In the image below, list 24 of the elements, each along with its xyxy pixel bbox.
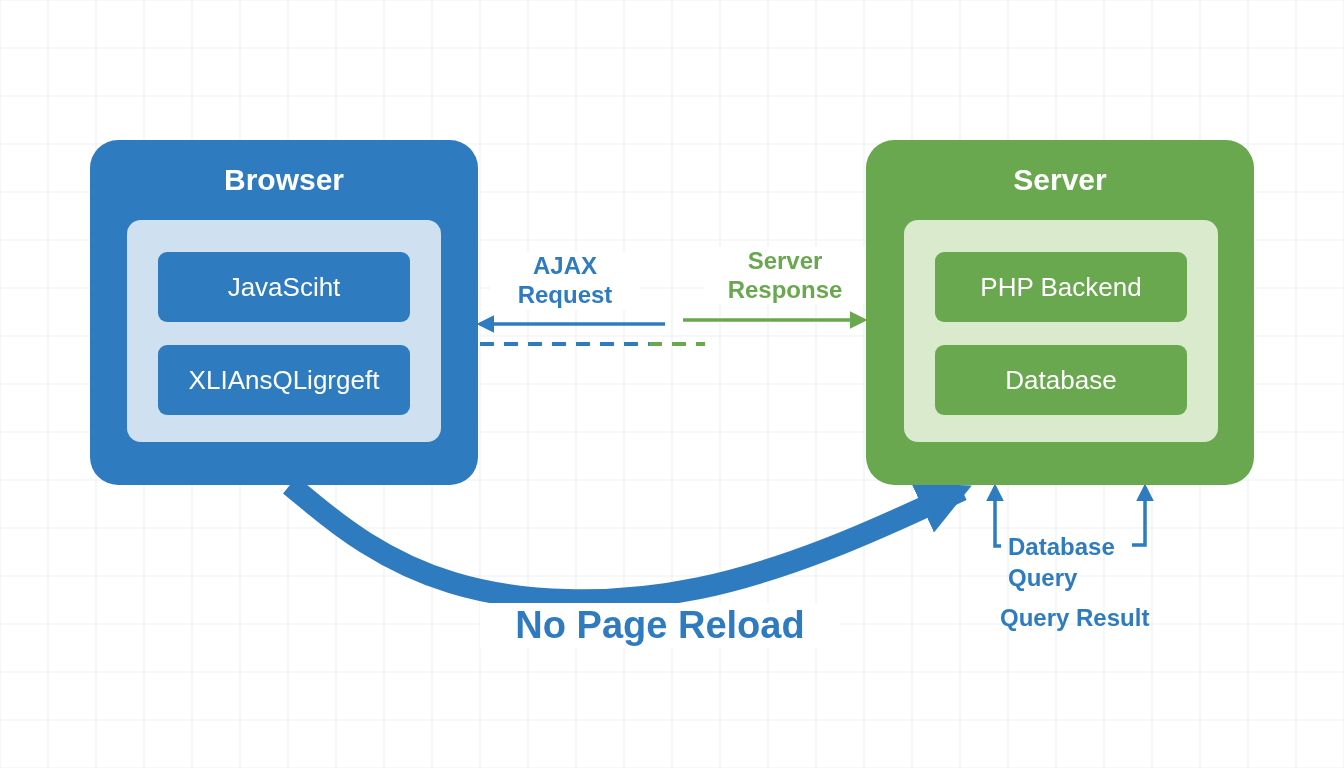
edge-label: AJAX Request <box>490 252 640 310</box>
box-label: XLIAnsQLigrgeft <box>188 364 380 396</box>
inner-panel <box>904 220 1218 442</box>
arrow <box>1132 483 1154 547</box>
box-label: Database <box>1005 364 1117 396</box>
container-box <box>866 140 1254 485</box>
node-label: Database Query <box>1008 532 1116 593</box>
box-title: Server <box>1012 162 1108 198</box>
box-label: PHP Backend <box>980 271 1142 303</box>
component-box <box>935 252 1187 322</box>
container-box <box>90 140 478 485</box>
component-box <box>158 345 410 415</box>
inner-panel <box>127 220 441 442</box>
dashed-line <box>480 342 705 346</box>
arrow <box>476 315 665 333</box>
box-title: Browser <box>222 162 345 198</box>
edge-label: No Page Reload <box>480 603 840 649</box>
arrow <box>986 483 1004 548</box>
text-label: Query Result <box>1000 604 1151 633</box>
box-label: JavaSciht <box>227 271 341 303</box>
component-box <box>158 252 410 322</box>
edge-label: Server Response <box>705 247 865 305</box>
component-box <box>935 345 1187 415</box>
arrow <box>683 311 868 329</box>
